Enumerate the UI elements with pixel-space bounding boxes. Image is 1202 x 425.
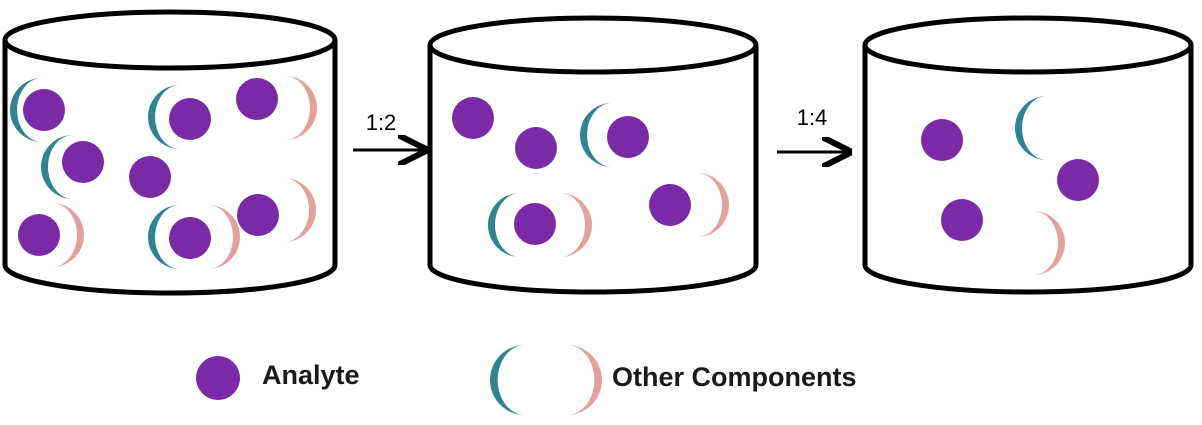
container-1 [2,9,338,296]
other-component-teal [10,78,42,142]
analyte-particle [515,127,557,169]
other-component-teal [1015,96,1047,160]
other-component-teal [41,135,73,199]
other-component-teal [148,85,180,149]
legend-analyte-icon [196,356,240,400]
other-component-pink [1033,211,1065,275]
other-component-pink [52,203,84,267]
analyte-particle [607,116,649,158]
analyte-particle [941,199,983,241]
analyte-particle [452,97,494,139]
legend-teal-component-icon [490,345,525,415]
analyte-particle [237,194,279,236]
analyte-particle [514,203,556,245]
analyte-particle [129,156,171,198]
legend-shapes [196,345,602,415]
other-component-pink [697,173,729,237]
other-component-pink [208,205,240,269]
other-component-teal [488,193,520,257]
analyte-particle [649,184,691,226]
analyte-particle [169,98,211,140]
dilution-label-1-4: 1:4 [796,105,828,130]
legend-pink-component-icon [567,345,602,415]
analyte-particle [169,217,211,259]
analyte-particle [236,78,278,120]
analyte-particle [18,214,60,256]
container-2 [427,15,759,295]
other-component-pink [284,178,316,242]
particles-layer [10,76,1099,275]
dilution-label-1-2: 1:2 [365,110,397,135]
legend-other-components-label: Other Components [612,362,857,392]
analyte-particle [62,141,104,183]
analyte-particle [23,89,65,131]
other-component-teal [580,103,612,167]
other-component-pink [285,76,317,140]
other-component-pink [560,193,592,257]
analyte-particle [921,119,963,161]
container-3 [862,15,1194,295]
other-component-teal [148,205,180,269]
legend-analyte-label: Analyte [262,360,360,390]
analyte-particle [1057,159,1099,201]
